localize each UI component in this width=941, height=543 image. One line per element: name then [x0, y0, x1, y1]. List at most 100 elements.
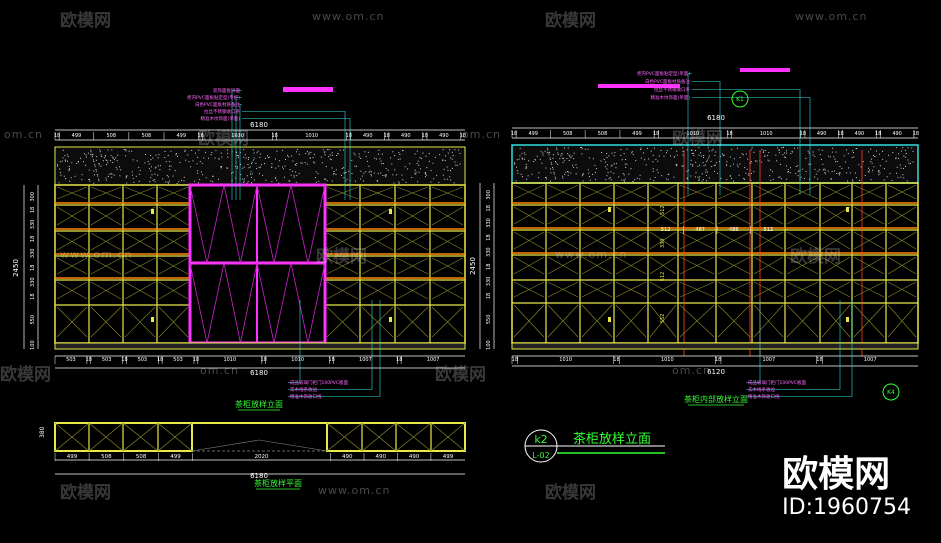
cabinet-cell-diagonal — [853, 281, 885, 298]
speckle-dot — [360, 157, 362, 159]
speckle-dot — [380, 160, 382, 162]
speckle-dot — [290, 174, 292, 176]
speckle-dot — [150, 159, 152, 161]
speckle-dot — [731, 177, 732, 179]
speckle-dot — [65, 178, 66, 180]
speckle-dot — [90, 153, 92, 155]
speckle-dot — [234, 165, 236, 167]
speckle-dot — [401, 174, 403, 176]
speckle-dot — [398, 152, 400, 154]
speckle-dot — [562, 177, 564, 179]
speckle-dot — [635, 160, 637, 162]
speckle-dot — [695, 172, 697, 174]
cabinet-cell-diagonal — [679, 281, 715, 298]
speckle-dot — [783, 147, 784, 149]
speckle-dot — [742, 154, 744, 156]
speckle-dot — [615, 167, 617, 169]
speckle-dot — [369, 170, 371, 172]
left-glass-door-diagonals — [189, 184, 326, 344]
speckle-dot — [706, 161, 708, 163]
speckle-dot — [838, 173, 840, 175]
left-top-module-dim: 18 — [54, 133, 60, 139]
speckle-dot — [215, 150, 217, 152]
speckle-dot — [521, 176, 523, 178]
speckle-dot — [736, 164, 738, 166]
speckle-dot — [653, 147, 655, 149]
speckle-dot — [154, 181, 156, 183]
speckle-dot — [92, 153, 94, 155]
speckle-dot — [606, 164, 608, 166]
right-row-dim: 18 — [486, 205, 492, 211]
speckle-dot — [293, 175, 295, 177]
right-top-module-dim: 490 — [817, 131, 827, 137]
speckle-dot — [874, 156, 876, 157]
watermark-url: www.om.cn — [795, 10, 868, 23]
speckle-dot — [868, 151, 870, 153]
speckle-dot — [168, 180, 170, 182]
speckle-dot — [80, 157, 81, 159]
speckle-dot — [138, 180, 140, 182]
speckle-dot — [257, 150, 259, 152]
speckle-dot — [708, 150, 710, 152]
speckle-dot — [88, 169, 90, 171]
speckle-dot — [144, 162, 146, 164]
speckle-dot — [634, 179, 636, 181]
left-callout-bar — [283, 87, 333, 92]
cabinet-cell-diagonal — [581, 184, 613, 200]
right-top-module-dim: 1010 — [760, 131, 773, 137]
speckle-dot — [832, 147, 834, 149]
speckle-dot — [726, 164, 728, 166]
door-swing-line — [189, 184, 208, 264]
speckle-dot — [317, 173, 319, 175]
speckle-dot — [853, 156, 855, 158]
speckle-dot — [111, 173, 113, 175]
watermark-url-short: om.cn — [672, 364, 711, 377]
cabinet-cell-diagonal — [581, 206, 613, 225]
speckle-dot — [843, 155, 845, 157]
speckle-dot — [905, 165, 906, 167]
speckle-dot — [162, 178, 164, 180]
speckle-dot — [324, 178, 325, 180]
speckle-dot — [107, 149, 109, 151]
speckle-dot — [658, 155, 660, 157]
speckle-dot — [751, 147, 753, 149]
speckle-dot — [610, 171, 612, 173]
speckle-dot — [620, 149, 622, 150]
speckle-dot — [789, 172, 791, 174]
speckle-dot — [701, 173, 703, 175]
speckle-dot — [545, 167, 547, 169]
speckle-dot — [271, 181, 273, 183]
speckle-dot — [715, 151, 717, 153]
cabinet-cell-diagonal — [649, 304, 677, 338]
speckle-dot — [900, 150, 902, 152]
speckle-dot — [835, 161, 836, 163]
speckle-dot — [321, 162, 323, 164]
speckle-dot — [822, 169, 824, 171]
sheet-tag-bottom: L-02 — [532, 451, 549, 460]
speckle-dot — [108, 173, 110, 175]
right-callout-top: 拉丝不锈钢收口条 — [654, 86, 690, 93]
speckle-dot — [541, 162, 543, 164]
speckle-dot — [682, 150, 684, 152]
speckle-dot — [197, 170, 199, 172]
door-swing-line — [256, 262, 275, 344]
speckle-dot — [582, 173, 584, 175]
speckle-dot — [243, 149, 245, 151]
speckle-dot — [686, 170, 688, 172]
speckle-dot — [67, 156, 69, 158]
speckle-dot — [839, 166, 841, 168]
speckle-dot — [205, 177, 207, 179]
speckle-dot — [167, 155, 169, 157]
speckle-dot — [711, 166, 713, 168]
speckle-dot — [402, 179, 404, 181]
speckle-dot — [276, 150, 278, 152]
speckle-dot — [588, 157, 590, 159]
speckle-dot — [753, 171, 755, 173]
speckle-dot — [746, 168, 748, 170]
cabinet-cell-diagonal — [56, 306, 88, 338]
right-row-dim: 330 — [486, 218, 492, 228]
speckle-dot — [824, 173, 826, 175]
cabinet-cell-diagonal — [56, 257, 88, 275]
speckle-dot — [533, 161, 535, 162]
